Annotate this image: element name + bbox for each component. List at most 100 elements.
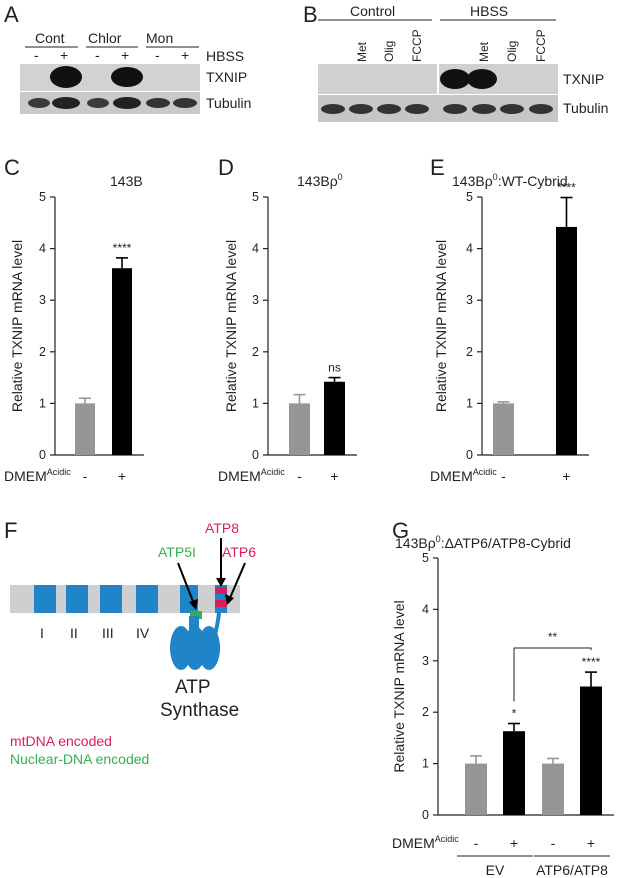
- blot-strip-txnip: [20, 64, 200, 91]
- band-tub-5: [146, 98, 170, 108]
- band-b-tub-7: [500, 104, 524, 114]
- lane-met-2: Met: [477, 41, 491, 62]
- y-axis-label-C: Relative TXNIP mRNA level: [9, 240, 25, 412]
- lane-met-1: Met: [355, 41, 369, 62]
- lane-minus-1: -: [34, 47, 39, 63]
- y-axis-label-E: Relative TXNIP mRNA level: [433, 240, 449, 412]
- y-tick-label-D-3: 3: [252, 293, 259, 307]
- band-b-tub-6: [472, 104, 496, 114]
- category-label-G-2: -: [551, 835, 556, 851]
- bracket-significance-G: **: [548, 630, 558, 644]
- atp5i-label: ATP5I: [158, 544, 196, 560]
- chart-title-C: 143B: [110, 173, 143, 189]
- category-label-D-0: -: [297, 468, 302, 484]
- category-label-C-1: +: [118, 468, 126, 484]
- y-tick-label-D-1: 1: [252, 396, 259, 410]
- band-tub-4: [113, 97, 141, 109]
- x-axis-label-G: DMEMAcidic: [392, 834, 459, 851]
- group-label-cont: Cont: [35, 30, 65, 46]
- bar-C-0: [75, 403, 95, 455]
- y-tick-label-E-3: 3: [466, 293, 473, 307]
- comparison-bracket-G: [513, 647, 592, 702]
- chart-title-G: 143Bρ0:ΔATP6/ATP8-Cybrid: [395, 534, 571, 551]
- synthase-label-line2: Synthase: [160, 700, 239, 721]
- significance-C-1: ****: [113, 241, 132, 255]
- complex-label-i: I: [40, 625, 44, 641]
- bar-C-1: [112, 268, 132, 455]
- panel-g-letter: G: [392, 518, 409, 543]
- y-tick-label-C-5: 5: [39, 190, 46, 204]
- atp6-label: ATP6: [222, 544, 256, 560]
- y-tick-label-C-1: 1: [39, 396, 46, 410]
- panel-c-letter: C: [4, 155, 20, 180]
- category-label-G-3: +: [587, 835, 595, 851]
- category-label-E-1: +: [562, 468, 570, 484]
- category-label-E-0: -: [501, 468, 506, 484]
- lane-plus-3: +: [181, 47, 189, 63]
- bar-D-0: [289, 403, 310, 455]
- atp5i-subunit: [190, 611, 202, 619]
- band-b-txnip-met: [467, 69, 497, 89]
- panel-b: B Control HBSS Met Olig FCCP Met Olig FC…: [303, 2, 608, 122]
- band-b-txnip-hbss: [440, 69, 470, 89]
- atp6-subunit: [215, 600, 227, 607]
- band-b-tub-8: [529, 104, 553, 114]
- y-tick-label-G-3: 3: [422, 654, 429, 668]
- category-label-G-0: -: [474, 835, 479, 851]
- group-label-hbss: HBSS: [470, 3, 508, 19]
- lane-olig-1: Olig: [382, 41, 396, 62]
- legend-mtdna: mtDNA encoded: [10, 733, 112, 749]
- lane-olig-2: Olig: [505, 41, 519, 62]
- y-axis-label-D: Relative TXNIP mRNA level: [223, 240, 239, 412]
- significance-G-3: ****: [582, 655, 601, 669]
- x-axis-label-D: DMEMAcidic: [218, 467, 285, 484]
- group-label-G-0: EV: [486, 862, 505, 878]
- synthase-label-line1: ATP: [175, 677, 211, 698]
- row-label-b-txnip: TXNIP: [563, 71, 604, 87]
- lane-minus-3: -: [155, 47, 160, 63]
- panel-a: A Cont Chlor Mon - + - + - + HBSS TXNIP …: [4, 2, 251, 114]
- category-label-G-1: +: [510, 835, 518, 851]
- y-tick-label-G-5: 5: [422, 551, 429, 565]
- x-axis-label-C: DMEMAcidic: [4, 467, 71, 484]
- y-tick-label-E-2: 2: [466, 345, 473, 359]
- panel-e-letter: E: [430, 155, 445, 180]
- complex-ii: [66, 585, 88, 613]
- band-b-tub-2: [349, 104, 373, 114]
- bar-D-1: [324, 381, 345, 455]
- group-label-G-1: ATP6/ATP8: [536, 862, 608, 878]
- band-txnip-chlor-plus: [111, 67, 143, 87]
- significance-E-1: ****: [557, 181, 576, 195]
- category-label-C-0: -: [83, 468, 88, 484]
- legend-nuclear: Nuclear-DNA encoded: [10, 751, 149, 767]
- panel-a-letter: A: [4, 2, 19, 27]
- group-label-control: Control: [350, 3, 395, 19]
- band-tub-2: [52, 97, 80, 109]
- bar-G-1: [503, 731, 525, 815]
- y-tick-label-G-2: 2: [422, 705, 429, 719]
- band-tub-3: [87, 98, 109, 108]
- complex-iv: [136, 585, 158, 613]
- significance-D-1: ns: [328, 361, 341, 375]
- lane-minus-2: -: [95, 47, 100, 63]
- lane-plus-1: +: [60, 47, 68, 63]
- atp6-arrowhead: [225, 594, 234, 605]
- atp5i-arrowhead: [189, 599, 198, 610]
- lane-fccp-1: FCCP: [410, 29, 424, 62]
- panel-b-letter: B: [303, 2, 318, 27]
- y-tick-label-C-4: 4: [39, 242, 46, 256]
- y-tick-label-D-4: 4: [252, 242, 259, 256]
- complex-label-iv: IV: [136, 625, 150, 641]
- row-label-tubulin: Tubulin: [206, 95, 251, 111]
- complex-label-iii: III: [102, 625, 114, 641]
- chart-title-E: 143Bρ0:WT-Cybrid: [452, 172, 568, 189]
- significance-G-1: *: [512, 707, 517, 721]
- row-label-b-tubulin: Tubulin: [563, 100, 608, 116]
- bar-E-1: [556, 226, 577, 455]
- bar-G-2: [542, 763, 564, 815]
- panel-f: F I II III IV ATP8 ATP6 ATP5I ATP Syntha…: [4, 518, 256, 767]
